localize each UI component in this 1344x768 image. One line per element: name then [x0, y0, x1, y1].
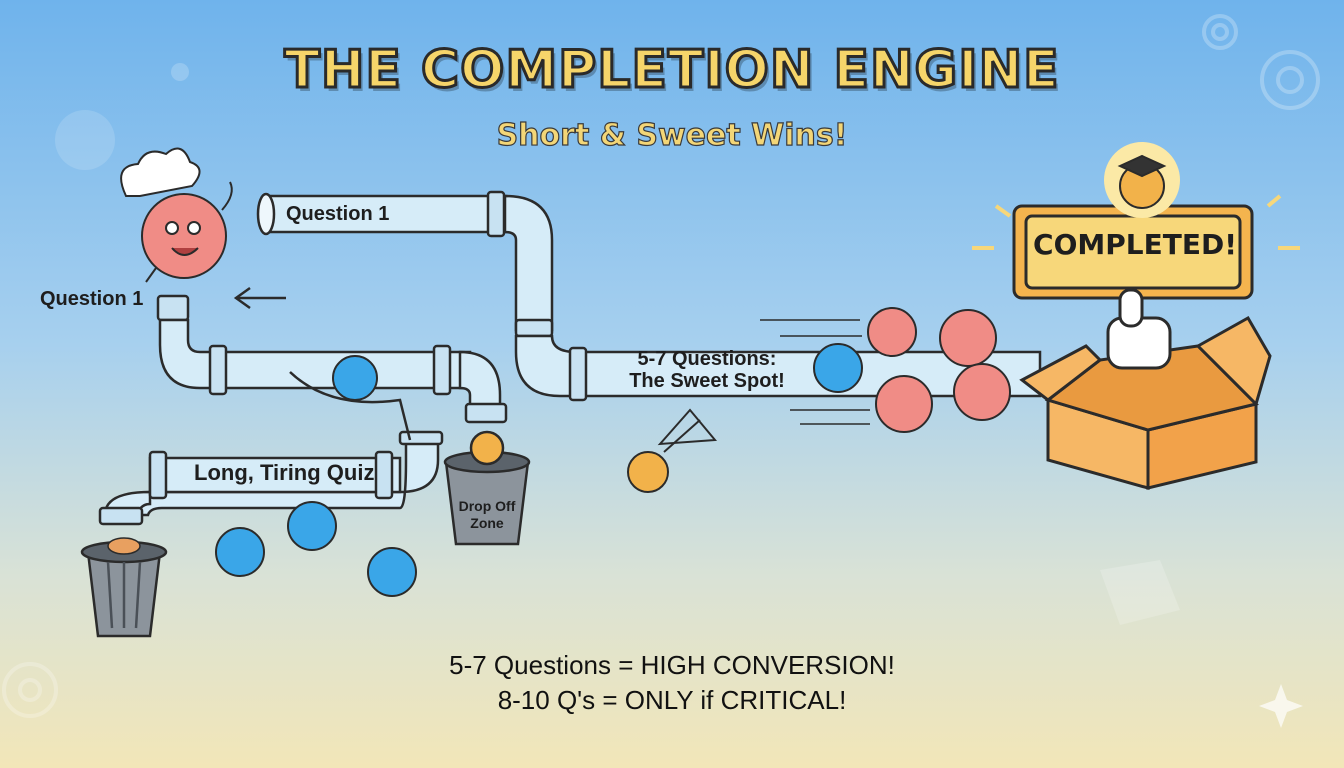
blue-brain [332, 355, 378, 401]
blue-brain [287, 501, 337, 551]
long-quiz-pipe [98, 294, 508, 526]
box [1019, 315, 1272, 490]
page-title: THE COMPLETION ENGINE [283, 39, 1060, 102]
footer-line-2: 8-10 Q's = ONLY if CRITICAL! [497, 685, 847, 715]
graduation-cap-icon [1104, 142, 1180, 218]
completed-label: COMPLETED! [1033, 228, 1237, 261]
decor-shape [1100, 560, 1180, 625]
pink-brain [867, 307, 917, 357]
trash-can-icon [80, 537, 168, 638]
question-left-label: Question 1 [40, 288, 144, 310]
long-quiz-label: Long, Tiring Quiz [194, 460, 375, 485]
pink-brain [875, 375, 933, 433]
footer-line-1: 5-7 Questions = HIGH CONVERSION! [449, 650, 895, 680]
blue-brain [367, 547, 417, 597]
blue-brain [215, 527, 265, 577]
arrow-left-icon [233, 286, 286, 310]
pink-brain [939, 309, 997, 367]
chef-brain [120, 147, 233, 283]
trash-can-icon [443, 430, 531, 546]
gear-icon [2, 14, 1320, 718]
thumbs-up-icon [1106, 288, 1172, 370]
blue-brain [813, 343, 863, 393]
drop-zone-label: Drop Off Zone [458, 498, 516, 531]
bubble [55, 110, 115, 170]
bubble [171, 63, 189, 81]
pink-brain [953, 363, 1011, 421]
question-top-label: Question 1 [286, 203, 390, 225]
sparkle-icon [1259, 684, 1303, 728]
net-icon [627, 408, 718, 493]
sweet-spot-line1: 5-7 Questions: [637, 348, 777, 370]
glow-rays [972, 194, 1300, 250]
sweet-spot-label: 5-7 Questions: The Sweet Spot! [602, 348, 812, 392]
sweet-spot-line2: The Sweet Spot! [629, 370, 785, 392]
page-subtitle: Short & Sweet Wins! [496, 117, 848, 153]
speed-lines [760, 319, 870, 425]
